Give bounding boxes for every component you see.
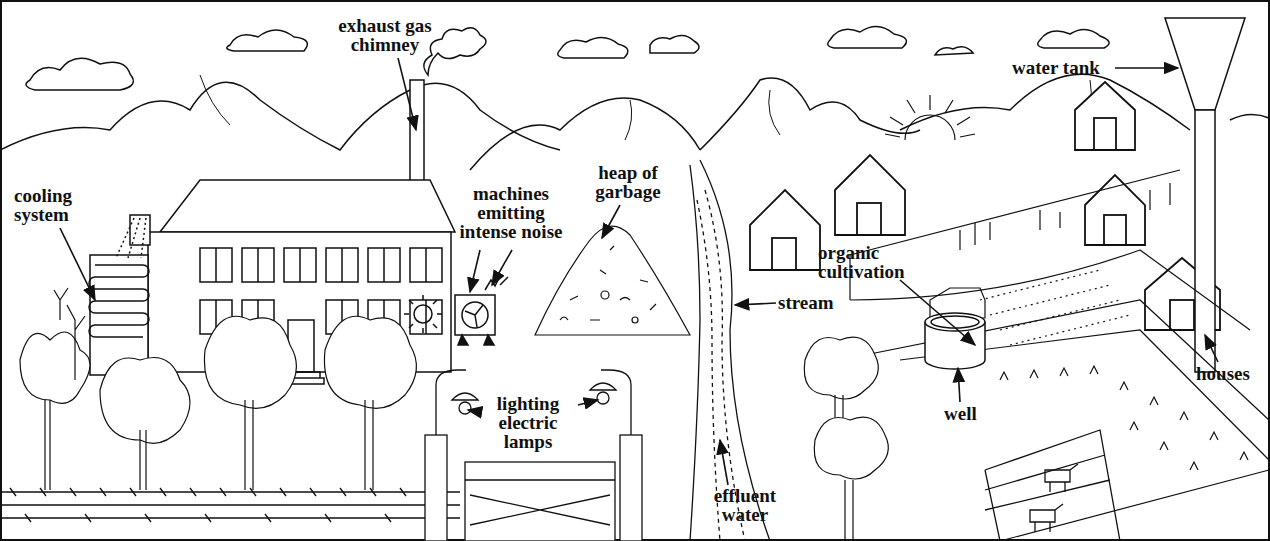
well bbox=[925, 313, 985, 369]
callout-label: effluent water bbox=[705, 486, 785, 524]
callout-label: exhaust gas chimney bbox=[330, 16, 440, 54]
callout-label: water tank bbox=[1012, 58, 1122, 77]
callout-label: stream bbox=[778, 293, 858, 312]
field bbox=[840, 170, 1269, 541]
callout-label: lighting electric lamps bbox=[478, 394, 578, 451]
water-tank bbox=[1165, 18, 1245, 372]
mountains bbox=[0, 74, 1269, 170]
trees-right bbox=[804, 337, 888, 541]
leader-lines bbox=[60, 58, 1218, 485]
houses bbox=[750, 82, 1220, 330]
garbage-heap bbox=[535, 226, 690, 335]
cattle-pen bbox=[985, 430, 1120, 541]
clouds bbox=[26, 26, 1109, 90]
factory-building bbox=[89, 28, 508, 384]
callout-label: well bbox=[944, 404, 994, 423]
callout-label: heap of garbage bbox=[583, 163, 673, 201]
callout-label: organic cultivation bbox=[818, 243, 928, 281]
callout-label: cooling system bbox=[14, 186, 94, 224]
callout-label: houses bbox=[1196, 364, 1266, 383]
callout-label: machines emitting intense noise bbox=[452, 184, 570, 241]
sun bbox=[885, 95, 975, 140]
trees bbox=[20, 288, 416, 490]
